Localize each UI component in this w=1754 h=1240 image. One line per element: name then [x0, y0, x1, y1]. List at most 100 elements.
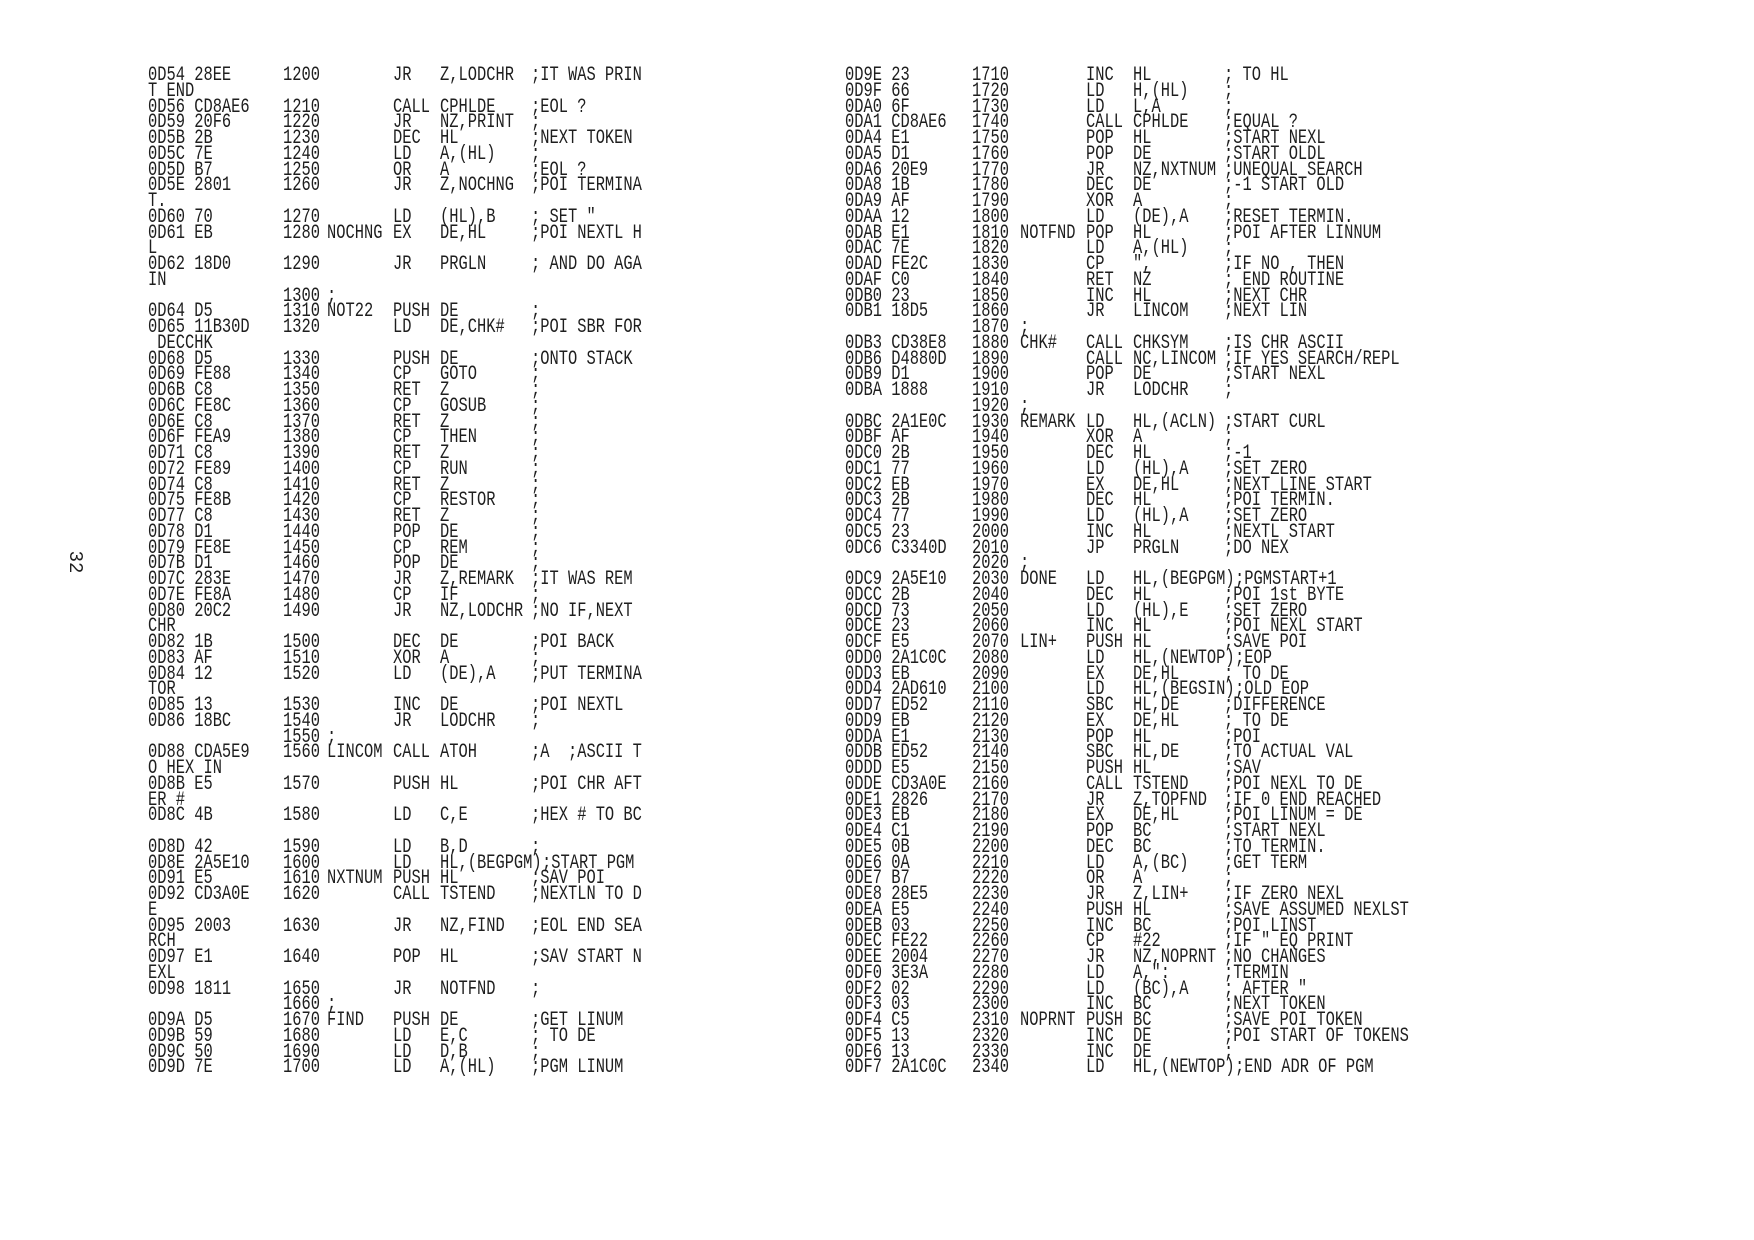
line-number: 1460 — [283, 552, 320, 576]
address-code: 0DCE 23 — [845, 615, 910, 639]
opcode: CALL — [393, 883, 430, 906]
listing-line: 1870; — [845, 316, 1545, 339]
line-number: 1730 — [972, 95, 1009, 119]
operand: NZ — [1133, 268, 1152, 292]
line-number: 1820 — [972, 237, 1009, 261]
operand: HL — [1133, 284, 1152, 308]
address-code: 0DCD 73 — [845, 599, 910, 623]
line-number: 2230 — [972, 883, 1009, 906]
comment: ;EOL ? — [531, 158, 587, 182]
opcode: LD — [1086, 977, 1105, 1001]
comment: ;IF ZERO NEXL — [1224, 883, 1345, 906]
line-number: 1870 — [972, 316, 1009, 339]
label: DONE — [1020, 568, 1057, 591]
operand: DE — [440, 520, 459, 544]
operand: DE — [1133, 1040, 1152, 1064]
label: LIN+ — [1020, 631, 1057, 654]
line-number: 1910 — [972, 379, 1009, 402]
comment: ; — [531, 536, 541, 560]
operand: DE,HL — [1133, 804, 1180, 828]
address-code: 0D64 D5 — [148, 300, 213, 324]
operand: NC,LINCOM — [1133, 347, 1217, 371]
opcode: LD — [1086, 457, 1105, 481]
comment: ;NEXTL START — [1224, 520, 1335, 544]
opcode: PUSH — [393, 867, 430, 891]
address-code: 0DDE CD3A0E — [845, 772, 947, 796]
opcode: POP — [393, 552, 421, 576]
opcode: POP — [1086, 127, 1114, 150]
opcode: DEC — [393, 631, 421, 654]
opcode: RET — [393, 473, 421, 497]
label: FIND — [327, 1009, 364, 1032]
operand: (HL),B — [440, 205, 496, 229]
listing-line: 1550; — [148, 727, 768, 747]
address-code: 0D7B D1 — [148, 552, 213, 576]
comment: ;GET TERM — [1224, 851, 1308, 875]
comment: ;POI TERMIN. — [1224, 489, 1335, 513]
operand: BC — [1133, 835, 1152, 859]
opcode: LD — [393, 662, 412, 686]
label: NOPRNT — [1020, 1009, 1076, 1032]
label: NOT22 — [327, 300, 374, 324]
line-number: 2180 — [972, 804, 1009, 828]
line-number: 1950 — [972, 442, 1009, 465]
comment: ;POI SBR FOR — [531, 316, 642, 339]
operand: HL,(BEGSIN) — [1133, 678, 1235, 702]
continuation-text: TOR — [148, 678, 176, 702]
line-number: 2110 — [972, 694, 1009, 717]
address-code: 0DD0 2A1C0C — [845, 646, 947, 670]
address-code: 0D9E 23 — [845, 64, 910, 87]
operand: ", — [1133, 253, 1152, 276]
line-number: 1940 — [972, 426, 1009, 450]
operand: HL — [1133, 221, 1152, 245]
operand: HL,DE — [1133, 741, 1180, 765]
comment: ;GET LINUM — [531, 1009, 624, 1032]
address-code: 0DB6 D4880D — [845, 347, 947, 371]
comment: ; — [531, 300, 541, 324]
listing-line: EXL — [148, 963, 768, 983]
operand: BC — [1133, 914, 1152, 938]
comment: ;IF 0 END REACHED — [1224, 788, 1382, 812]
operand: A — [1133, 426, 1143, 450]
opcode: CP — [393, 394, 412, 418]
line-number: 1510 — [283, 646, 320, 670]
address-code: 0DC3 2B — [845, 489, 910, 513]
line-number: 2010 — [972, 536, 1009, 560]
address-code: 0DF7 2A1C0C — [845, 1056, 947, 1080]
line-number: 1700 — [283, 1056, 320, 1080]
opcode: LD — [1086, 568, 1105, 591]
label: REMARK — [1020, 410, 1076, 434]
opcode: LD — [1086, 505, 1105, 528]
line-number: 2300 — [972, 993, 1009, 1017]
comment: ;IS CHR ASCII — [1224, 331, 1345, 355]
address-code: 0DDD E5 — [845, 757, 910, 780]
opcode: RET — [1086, 268, 1114, 292]
comment: ;POI START OF TOKENS — [1224, 1024, 1409, 1048]
operand: BC — [1133, 993, 1152, 1017]
address-code: 0D95 2003 — [148, 914, 232, 938]
opcode: LD — [1086, 599, 1105, 623]
address-code: 0DE7 B7 — [845, 867, 910, 891]
operand: D,B — [440, 1040, 468, 1064]
line-number: 1930 — [972, 410, 1009, 434]
operand: L,A — [1133, 95, 1161, 119]
opcode: POP — [1086, 820, 1114, 843]
comment: ; — [531, 489, 541, 513]
comment: ; END ROUTINE — [1224, 268, 1345, 292]
opcode: CP — [1086, 253, 1105, 276]
comment: ; — [531, 977, 541, 1001]
operand: HL — [1133, 631, 1152, 654]
